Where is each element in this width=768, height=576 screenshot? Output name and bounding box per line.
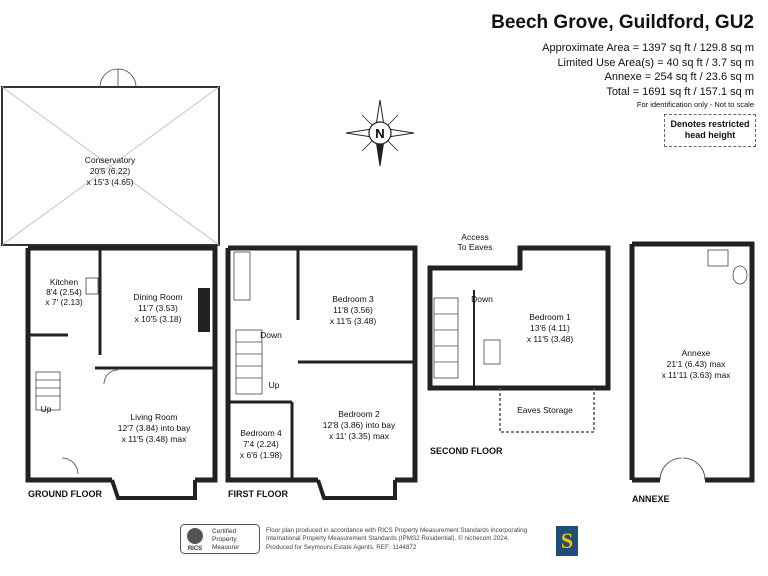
compass-label: N — [375, 126, 384, 141]
svg-text:Kitchen: Kitchen — [50, 277, 79, 287]
svg-text:Certified: Certified — [212, 528, 237, 535]
area-total: Total = 1691 sq ft / 157.1 sq m — [606, 85, 754, 98]
label-kitchen: Kitchen 8'4 (2.54) x 7' (2.13) — [45, 277, 83, 307]
identification-note: For identification only - Not to scale — [636, 100, 754, 109]
label-living-room: Living Room 12'7 (3.84) into bay x 11'5 … — [118, 412, 191, 444]
footer-notes: Floor plan produced in accordance with R… — [266, 527, 527, 552]
floor-label-first: FIRST FLOOR — [228, 489, 288, 499]
svg-text:Bedroom 2: Bedroom 2 — [338, 409, 380, 419]
svg-text:21'1 (6.43) max: 21'1 (6.43) max — [667, 359, 727, 369]
svg-text:7'4 (2.24): 7'4 (2.24) — [243, 439, 279, 449]
floor-label-second: SECOND FLOOR — [430, 446, 503, 456]
svg-text:x 11'11 (3.63) max: x 11'11 (3.63) max — [662, 370, 732, 380]
svg-text:RICS: RICS — [188, 546, 202, 552]
floor-label-annexe: ANNEXE — [632, 494, 670, 504]
compass-rose-icon: N — [345, 99, 415, 167]
second-floor-plan — [427, 245, 611, 433]
label-bedroom-1: Bedroom 1 13'6 (4.11) x 11'5 (3.48) — [527, 312, 574, 344]
page-title: Beech Grove, Guildford, GU2 — [491, 12, 754, 33]
svg-text:To Eaves: To Eaves — [458, 242, 493, 252]
footer-line-2: International Property Measurement Stand… — [266, 535, 509, 543]
label-bedroom-4: Bedroom 4 7'4 (2.24) x 6'6 (1.98) — [240, 428, 282, 460]
svg-text:x 10'5 (3.18): x 10'5 (3.18) — [135, 314, 182, 324]
restricted-line-2: head height — [684, 130, 736, 140]
area-summary: Approximate Area = 1397 sq ft / 129.8 sq… — [542, 41, 754, 99]
svg-text:12'8 (3.86) into bay: 12'8 (3.86) into bay — [323, 420, 396, 430]
seymours-logo: S — [556, 526, 578, 556]
svg-text:Living Room: Living Room — [130, 412, 177, 422]
svg-text:Access: Access — [461, 232, 488, 242]
label-annexe: Annexe 21'1 (6.43) max x 11'11 (3.63) ma… — [662, 348, 732, 380]
svg-text:x 11'5 (3.48): x 11'5 (3.48) — [527, 334, 574, 344]
stairs-down-first: Down — [260, 330, 282, 340]
footer-line-1: Floor plan produced in accordance with R… — [266, 527, 528, 534]
svg-text:x 15'3 (4.65): x 15'3 (4.65) — [87, 177, 134, 187]
label-eaves-storage: Eaves Storage — [517, 405, 573, 415]
area-limited-use: Limited Use Area(s) = 40 sq ft / 3.7 sq … — [557, 56, 754, 69]
floor-label-ground: GROUND FLOOR — [28, 489, 102, 499]
stairs-up-ground: Up — [41, 404, 52, 414]
label-bedroom-2: Bedroom 2 12'8 (3.86) into bay x 11' (3.… — [323, 409, 396, 441]
svg-text:Annexe: Annexe — [682, 348, 711, 358]
conservatory-outline — [1, 68, 220, 246]
restricted-head-height-key: Denotes restricted head height — [664, 114, 756, 147]
svg-text:Measurer: Measurer — [212, 544, 240, 551]
svg-text:Property: Property — [212, 536, 237, 543]
label-bedroom-3: Bedroom 3 11'8 (3.56) x 11'5 (3.48) — [330, 294, 377, 326]
rics-certified-badge: RICS Certified Property Measurer — [180, 524, 260, 554]
annexe-plan — [629, 241, 755, 483]
ground-floor-plan — [25, 245, 218, 500]
svg-text:Bedroom 3: Bedroom 3 — [332, 294, 374, 304]
svg-text:12'7 (3.84) into bay: 12'7 (3.84) into bay — [118, 423, 191, 433]
footer-line-3: Produced for Seymours Estate Agents. REF… — [266, 543, 417, 551]
svg-text:20'5 (6.22): 20'5 (6.22) — [90, 166, 131, 176]
svg-text:13'6 (4.11): 13'6 (4.11) — [530, 323, 570, 333]
restricted-line-1: Denotes restricted — [670, 119, 750, 129]
svg-text:Bedroom 1: Bedroom 1 — [529, 312, 571, 322]
first-floor-plan — [225, 245, 418, 500]
area-approximate: Approximate Area = 1397 sq ft / 129.8 sq… — [542, 42, 754, 54]
svg-text:8'4 (2.54): 8'4 (2.54) — [46, 287, 82, 297]
svg-text:x 7' (2.13): x 7' (2.13) — [45, 297, 83, 307]
svg-text:11'7 (3.53): 11'7 (3.53) — [138, 303, 178, 313]
svg-text:Bedroom 4: Bedroom 4 — [240, 428, 282, 438]
svg-text:x 6'6 (1.98): x 6'6 (1.98) — [240, 450, 282, 460]
svg-text:11'8 (3.56): 11'8 (3.56) — [333, 305, 373, 315]
svg-text:x 11'5 (3.48) max: x 11'5 (3.48) max — [122, 434, 188, 444]
stairs-up-first: Up — [269, 380, 280, 390]
stairs-down-second: Down — [471, 294, 493, 304]
svg-text:x 11' (3.35) max: x 11' (3.35) max — [329, 431, 390, 441]
label-conservatory: Conservatory 20'5 (6.22) x 15'3 (4.65) — [85, 155, 136, 187]
label-access-to-eaves: Access To Eaves — [458, 232, 493, 252]
area-annexe: Annexe = 254 sq ft / 23.6 sq m — [604, 71, 754, 83]
svg-text:x 11'5 (3.48): x 11'5 (3.48) — [330, 316, 377, 326]
label-dining-room: Dining Room 11'7 (3.53) x 10'5 (3.18) — [133, 292, 182, 324]
svg-text:Dining Room: Dining Room — [133, 292, 182, 302]
svg-text:Conservatory: Conservatory — [85, 155, 136, 165]
